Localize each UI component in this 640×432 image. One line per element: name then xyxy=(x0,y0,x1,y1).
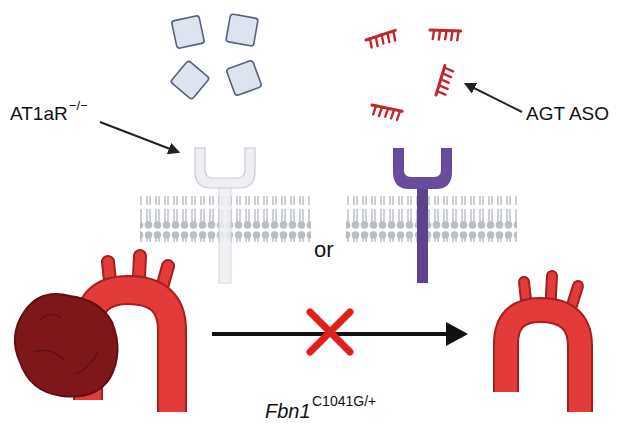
aorta-aneurysm xyxy=(15,256,172,412)
receptor-knockout xyxy=(195,148,255,283)
receptor xyxy=(393,148,452,283)
antisense-oligos xyxy=(365,23,460,125)
text-label: Fbn1 xyxy=(265,400,311,422)
superscript-label: C1041G/+ xyxy=(312,394,376,409)
text-label: AT1aR xyxy=(10,104,68,125)
ligand-squares xyxy=(170,14,262,100)
leader-arrow xyxy=(466,84,522,112)
aorta-normal xyxy=(506,276,580,412)
cross-mark xyxy=(310,312,350,352)
arrow-head xyxy=(446,322,468,346)
lipid-bilayer xyxy=(346,196,517,242)
text-label: AGT ASO xyxy=(526,104,609,125)
superscript-label: −/− xyxy=(69,99,88,113)
text-label: or xyxy=(314,238,334,262)
leader-arrow xyxy=(100,122,178,152)
